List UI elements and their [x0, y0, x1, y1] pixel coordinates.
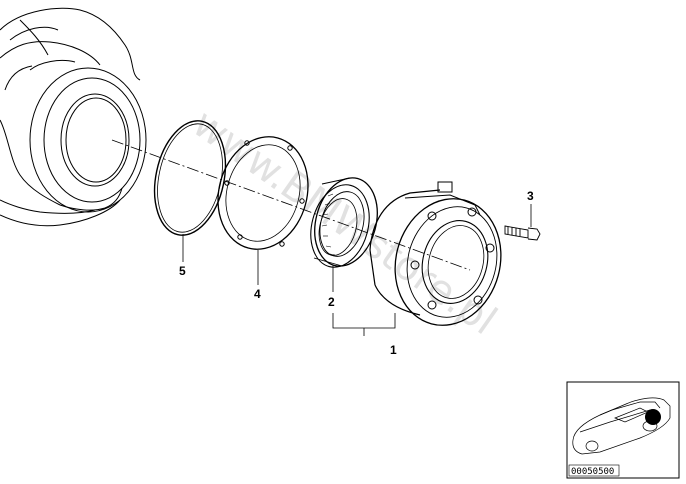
callout-1: 1: [390, 343, 397, 357]
thumbnail-reference-code: 00050500: [571, 467, 614, 477]
bearing-part-2: [310, 177, 378, 268]
callout-4: 4: [254, 287, 261, 301]
center-axis-line: [111, 139, 471, 271]
leader-bracket-1: [332, 313, 396, 336]
watermark-text: www.BMWstore.pl: [184, 101, 505, 345]
transmission-housing: [0, 7, 147, 227]
vehicle-location-thumbnail: 00050500: [566, 381, 680, 479]
location-marker-dot: [645, 409, 661, 425]
gasket-part-4: [217, 136, 309, 250]
flange-housing-part-1: [369, 181, 502, 326]
bolt-part-3: [504, 225, 541, 241]
callout-3: 3: [527, 189, 534, 203]
callout-2: 2: [328, 295, 335, 309]
callout-5: 5: [179, 264, 186, 278]
